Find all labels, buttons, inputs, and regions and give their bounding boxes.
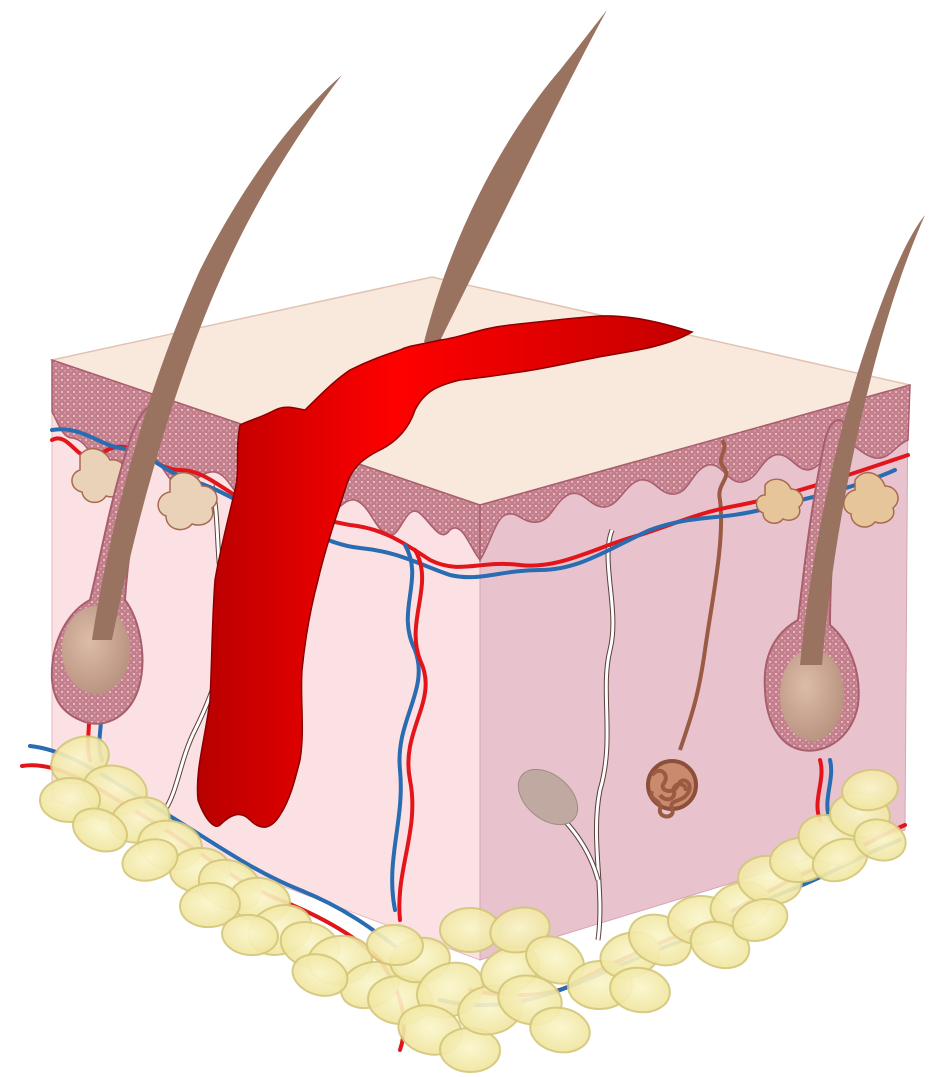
hair-shaft-middle [424, 10, 607, 345]
